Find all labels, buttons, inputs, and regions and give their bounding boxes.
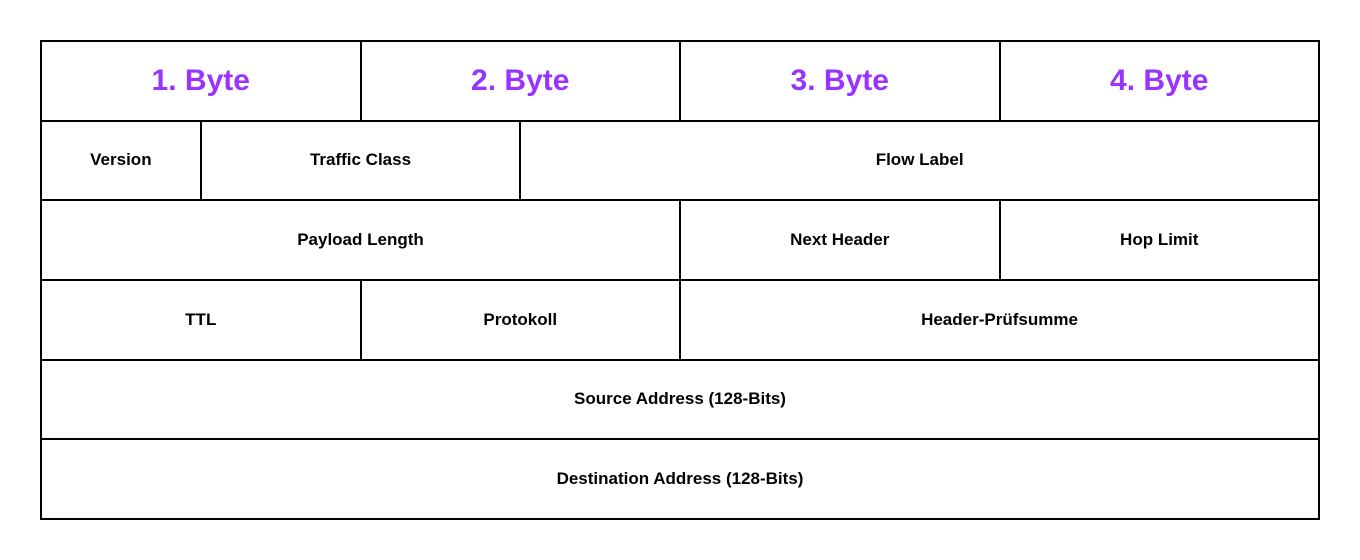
field-version: Version bbox=[41, 120, 201, 201]
header-fields-table: 1. Byte 2. Byte 3. Byte 4. Byte Version … bbox=[40, 40, 1320, 520]
field-header-pruefsumme: Header-Prüfsumme bbox=[680, 279, 1319, 360]
byte-4-header: 4. Byte bbox=[999, 41, 1319, 121]
byte-3-header: 3. Byte bbox=[680, 41, 1000, 121]
field-traffic-class: Traffic Class bbox=[200, 120, 521, 201]
field-protokoll: Protokoll bbox=[360, 279, 680, 360]
byte-2-header: 2. Byte bbox=[360, 41, 680, 121]
field-next-header: Next Header bbox=[680, 200, 1000, 280]
field-source-address: Source Address (128-Bits) bbox=[41, 359, 1319, 440]
field-flow-label: Flow Label bbox=[520, 120, 1319, 201]
field-payload-length: Payload Length bbox=[41, 200, 680, 280]
byte-1-header: 1. Byte bbox=[41, 41, 361, 121]
field-hop-limit: Hop Limit bbox=[999, 200, 1319, 280]
field-destination-address: Destination Address (128-Bits) bbox=[41, 439, 1319, 519]
field-ttl: TTL bbox=[41, 279, 361, 360]
